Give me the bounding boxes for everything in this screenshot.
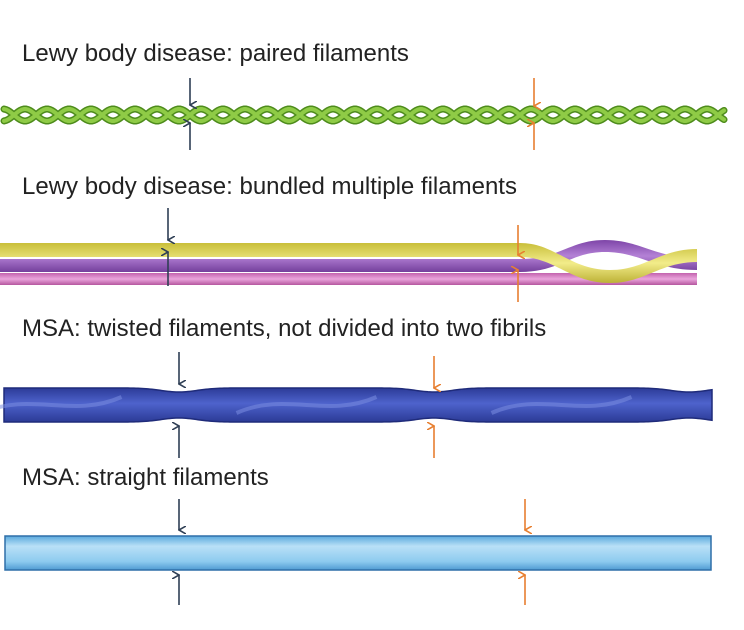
straight-filament xyxy=(4,535,712,571)
panel-title-bundled-filaments: Lewy body disease: bundled multiple fila… xyxy=(22,173,517,200)
panel-title-paired-filaments: Lewy body disease: paired filaments xyxy=(22,40,409,67)
panel-title-twisted-filaments: MSA: twisted filaments, not divided into… xyxy=(22,315,547,342)
bundle-pink-strand xyxy=(0,273,697,285)
bundle-purple-strand xyxy=(0,240,697,272)
paired-strand xyxy=(2,107,726,123)
twist-highlight xyxy=(490,395,633,415)
twist-highlight xyxy=(0,395,123,410)
bundled-filaments xyxy=(0,240,697,285)
paired-filament xyxy=(0,105,728,125)
twist-highlight xyxy=(235,395,378,415)
panel-title-straight-filaments: MSA: straight filaments xyxy=(22,464,269,491)
twisted-filament xyxy=(0,387,713,423)
